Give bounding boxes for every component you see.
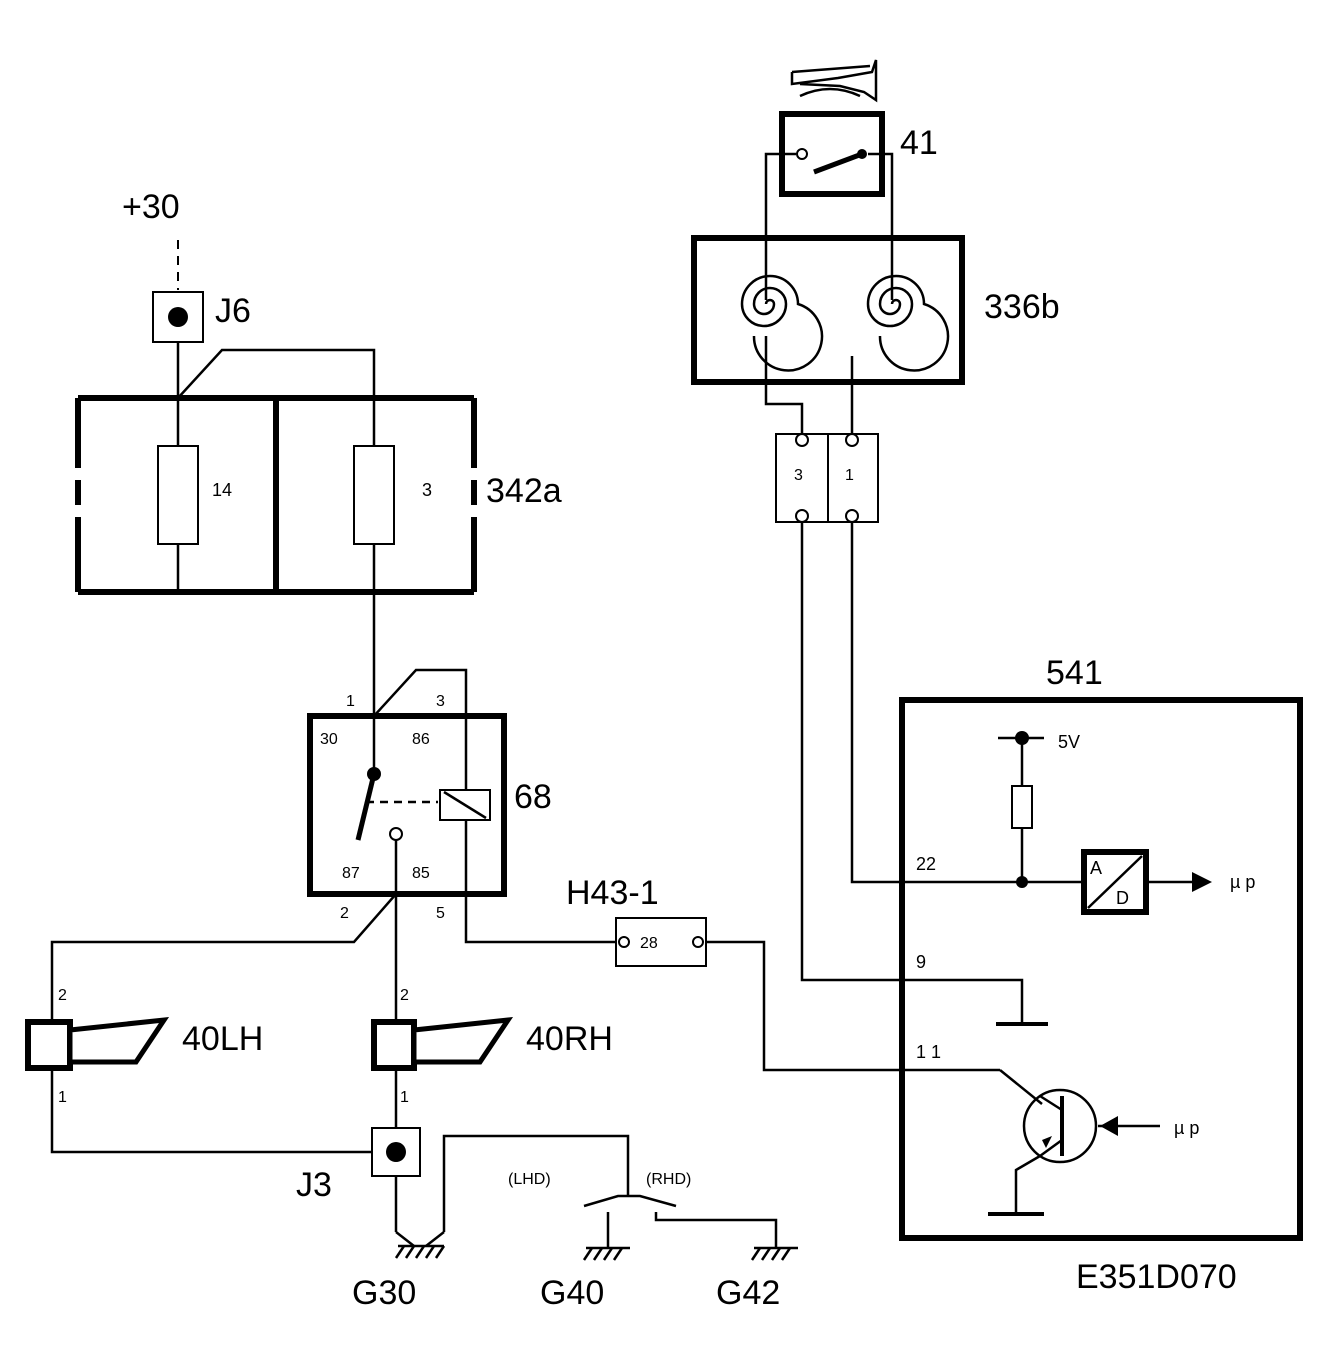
horn-40rh — [371, 1016, 514, 1071]
fuse-14 — [157, 445, 199, 545]
fuse-14-label: 14 — [212, 480, 232, 500]
rotary-coupler-336b — [691, 235, 965, 385]
ground-g30-symbol — [394, 1244, 446, 1259]
wire-40lh-j3 — [50, 1068, 372, 1154]
wire-j6-fusebox — [176, 342, 376, 399]
ecu-5v-label: 5V — [1058, 732, 1080, 752]
lhd-rhd-selector — [583, 1194, 778, 1248]
ground-g42-label: G42 — [716, 1274, 780, 1312]
ecu-transistor — [988, 1069, 1160, 1216]
relay-pin-1: 1 — [346, 693, 355, 710]
wire-switch-coupler — [764, 152, 894, 300]
ground-g42-symbol — [750, 1246, 798, 1261]
ecu-pin-9: 9 — [916, 952, 926, 972]
relay-term-86: 86 — [412, 731, 430, 748]
ecu-adc-output-arrow — [1146, 872, 1212, 892]
relay-term-30: 30 — [320, 731, 338, 748]
horn-40lh-pin-1: 1 — [58, 1089, 67, 1106]
horn-switch-label: 41 — [900, 124, 938, 162]
horn-40rh-label: 40RH — [526, 1020, 613, 1058]
ground-g30-label: G30 — [352, 1274, 416, 1312]
ground-g40-symbol — [582, 1246, 630, 1261]
ecu-junction-dot — [1016, 876, 1028, 888]
ecu-mp-top: µ p — [1230, 872, 1255, 892]
wire-relay-horns — [50, 893, 398, 1022]
connector-336-pin-1: 1 — [845, 467, 854, 484]
connector-336-pin-3: 3 — [794, 467, 803, 484]
connector-j6 — [152, 291, 204, 343]
relay-term-87: 87 — [342, 865, 360, 882]
horn-40lh-label: 40LH — [182, 1020, 263, 1058]
connector-336 — [775, 433, 879, 523]
ecu-resistor — [1011, 785, 1033, 829]
horn-icon — [790, 59, 878, 103]
ground-g40-label: G40 — [540, 1274, 604, 1312]
connector-h43 — [615, 917, 707, 967]
wire-h43-ecu — [706, 940, 1000, 1072]
wire-relay-h43 — [464, 894, 616, 944]
connector-j3 — [371, 1127, 421, 1177]
supply-label: +30 — [122, 188, 180, 226]
connector-j3-label: J3 — [296, 1166, 332, 1204]
lhd-label: (LHD) — [508, 1171, 551, 1188]
ecu-mp-bottom: µ p — [1174, 1118, 1199, 1138]
connector-j6-label: J6 — [215, 292, 251, 330]
wire-coupler-connector — [764, 336, 854, 434]
wire-j3-ground — [394, 1134, 630, 1247]
horn-40rh-pin-1: 1 — [400, 1089, 409, 1106]
horn-40rh-pin-2: 2 — [400, 987, 409, 1004]
ecu-label: 541 — [1046, 654, 1103, 692]
fuse-3-label: 3 — [422, 480, 432, 500]
ecu-pin-22: 22 — [916, 854, 936, 874]
relay-label: 68 — [514, 778, 552, 816]
fusebox-label: 342a — [486, 472, 562, 510]
wire-fuse-relay — [372, 592, 468, 717]
ecu-adc-d: D — [1116, 888, 1129, 908]
relay-term-85: 85 — [412, 865, 430, 882]
ecu-pin-11: 1 1 — [916, 1042, 941, 1062]
ecu-541 — [899, 697, 1303, 1241]
horn-40lh — [25, 1016, 170, 1071]
fusebox-342a — [75, 395, 477, 595]
ecu-adc-a: A — [1090, 858, 1102, 878]
connector-h43-label: H43-1 — [566, 874, 659, 912]
diagram-code: E351D070 — [1076, 1258, 1237, 1296]
relay-pin-5: 5 — [436, 905, 445, 922]
rhd-label: (RHD) — [646, 1171, 691, 1188]
connector-h43-pin: 28 — [640, 935, 658, 952]
rotary-coupler-label: 336b — [984, 288, 1060, 326]
wire-connector-ecu — [800, 522, 1084, 1024]
relay-pin-2: 2 — [340, 905, 349, 922]
fuse-3 — [353, 445, 395, 545]
ecu-5v-supply — [998, 731, 1044, 786]
relay-68 — [307, 713, 507, 897]
horn-switch-41 — [779, 111, 885, 197]
horn-40lh-pin-2: 2 — [58, 987, 67, 1004]
relay-pin-3: 3 — [436, 693, 445, 710]
